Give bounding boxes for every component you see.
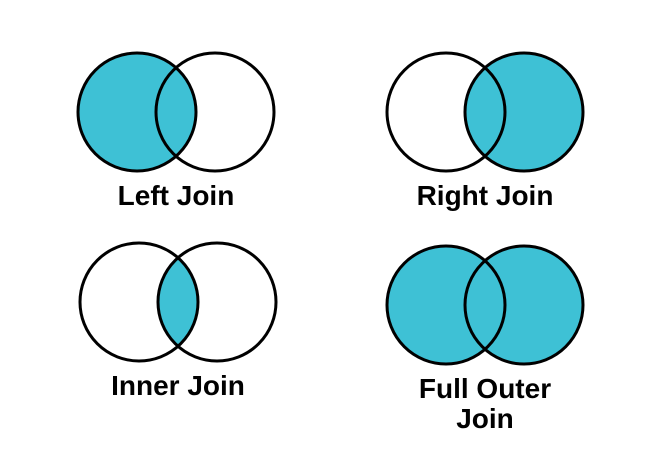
right-circle-outline (463, 51, 585, 173)
venn-right-join: Right Join (325, 23, 645, 211)
right-circle-outline (156, 241, 278, 363)
venn-circles-full-outer-join (385, 244, 585, 366)
left-circle-outline (385, 51, 507, 173)
intersection-region (465, 246, 505, 364)
intersection-region (158, 243, 198, 361)
label-inner-join: Inner Join (111, 370, 245, 401)
venn-circles-right-join (385, 51, 585, 173)
label-right-join: Right Join (416, 180, 554, 211)
left-circle-outline (78, 241, 200, 363)
left-circle-outline (76, 51, 198, 173)
venn-circles-inner-join (78, 241, 278, 363)
intersection-region (465, 53, 505, 171)
venn-left-join: Left Join (16, 23, 336, 211)
venn-circles-left-join (76, 51, 276, 173)
right-circle-outline (463, 244, 585, 366)
venn-inner-join: Inner Join (18, 213, 338, 401)
label-full-outer-join: Full Outer Join (418, 373, 552, 434)
right-circle-outline (154, 51, 276, 173)
venn-full-outer-join: Full Outer Join (325, 216, 645, 434)
intersection-region (156, 53, 196, 171)
left-circle-outline (385, 244, 507, 366)
label-left-join: Left Join (117, 180, 235, 211)
